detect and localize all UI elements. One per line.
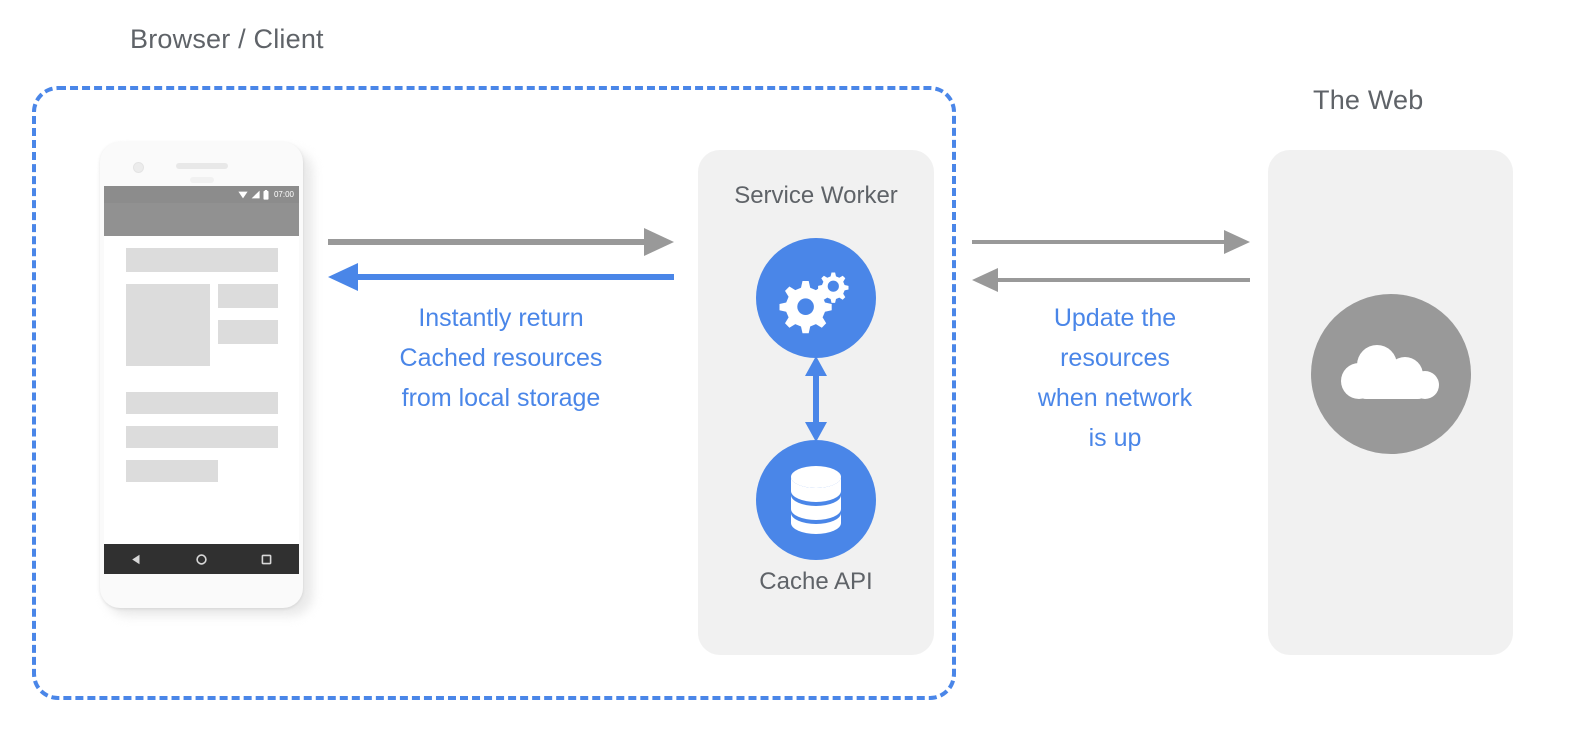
wifi-icon: [238, 191, 248, 199]
skeleton-side-bar-bottom: [218, 320, 278, 344]
cache-api-label: Cache API: [759, 568, 873, 595]
cloud-icon: [1340, 345, 1439, 399]
gears-icon: [779, 272, 849, 334]
phone-screen: 07:00: [104, 186, 299, 574]
home-circle-icon[interactable]: [195, 553, 208, 566]
skeleton-headline-bar: [126, 248, 278, 272]
arrow-service-worker-cache-bidirectional: [805, 356, 827, 442]
phone-camera-icon: [133, 162, 144, 173]
back-triangle-icon[interactable]: [130, 553, 143, 566]
cache-api-icon-badge: [756, 440, 876, 560]
web-icon-badge: [1310, 294, 1471, 454]
arrow-service-worker-to-phone: [328, 263, 674, 291]
service-worker-card: Service Worker: [698, 150, 934, 655]
battery-icon: [263, 189, 269, 200]
skeleton-paragraph-bar-2: [126, 426, 278, 448]
arrow-service-worker-to-web: [972, 230, 1250, 254]
phone-body: 07:00: [100, 142, 303, 608]
phone-nav-bar: [104, 544, 299, 574]
phone-sensor: [190, 177, 214, 183]
browser-client-title: Browser / Client: [130, 24, 324, 54]
arrow-web-to-service-worker: [972, 268, 1250, 292]
phone-app-bar: [104, 203, 299, 236]
recents-square-icon[interactable]: [260, 553, 273, 566]
service-worker-label: Service Worker: [734, 182, 898, 209]
phone-speaker-grille: [176, 163, 228, 169]
skeleton-paragraph-bar-3: [126, 460, 218, 482]
phone-status-bar: 07:00: [104, 186, 299, 203]
skeleton-hero-square: [126, 284, 210, 366]
skeleton-side-bar-top: [218, 284, 278, 308]
phone-content-skeleton: [104, 236, 299, 526]
arrow-phone-to-service-worker: [328, 228, 674, 256]
the-web-card: [1268, 150, 1513, 655]
service-worker-icon-badge: [756, 238, 876, 358]
skeleton-paragraph-bar-1: [126, 392, 278, 414]
cached-resources-caption: Instantly return Cached resources from l…: [399, 304, 603, 412]
update-resources-caption: Update the resources when network is up: [1037, 304, 1193, 452]
phone-mockup: 07:00: [100, 142, 313, 616]
client-boundary-box: [32, 86, 956, 700]
signal-icon: [251, 190, 260, 199]
status-bar-time: 07:00: [273, 189, 294, 199]
database-icon: [791, 466, 841, 534]
the-web-title: The Web: [1313, 85, 1424, 115]
